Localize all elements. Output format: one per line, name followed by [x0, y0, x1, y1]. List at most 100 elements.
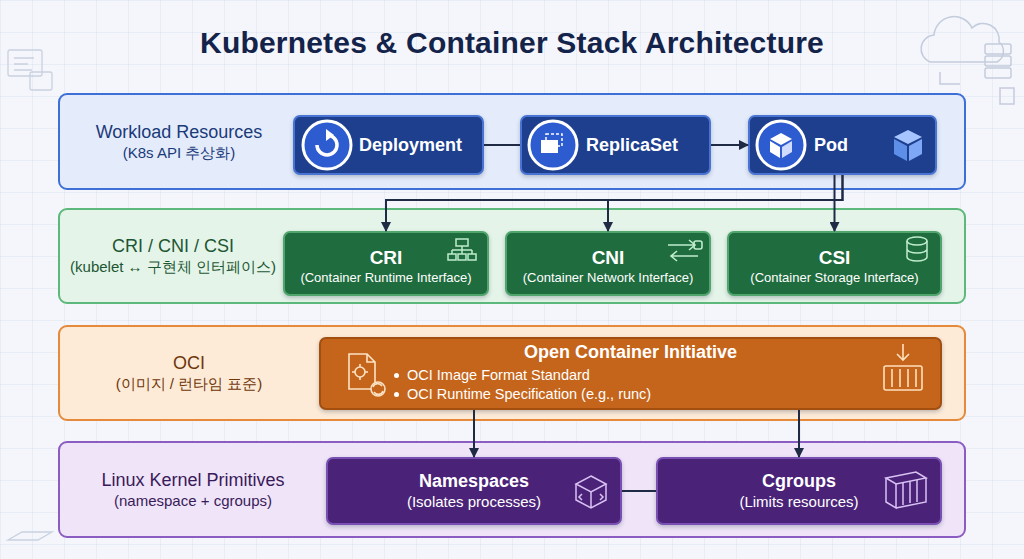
cloud-decor: [921, 17, 1014, 104]
component-box: CSI(Container Storage Interface): [727, 231, 942, 296]
component-subtitle: (Container Storage Interface): [750, 269, 918, 287]
csi-icon-part: [907, 241, 927, 261]
pod-icon-part: [770, 133, 792, 145]
component-title: ReplicaSet: [586, 134, 678, 156]
layer-title: Linux Kernel Primitives: [101, 469, 284, 491]
pod-box-icon-part: [909, 139, 922, 161]
layer-label: Workload Resources(K8s API 추상화): [60, 95, 298, 188]
component-box: CNI(Container Network Interface): [505, 231, 711, 296]
cri-icon-part: [452, 246, 472, 254]
cri-icon: [448, 239, 476, 260]
layer-title: CRI / CNI / CSI: [112, 235, 234, 257]
cni-icon-part: [668, 240, 695, 250]
component-box: Namespaces(Isolates processes): [326, 457, 622, 525]
component-title: Deployment: [359, 134, 462, 156]
cri-icon-part: [448, 254, 456, 260]
oci-container-icon-part: [892, 369, 916, 387]
connector-arrow: [622, 490, 656, 492]
connector-arrow: [834, 175, 836, 231]
component-title: Namespaces: [419, 470, 529, 492]
cgroup-icon-part: [886, 478, 926, 508]
component-subtitle: (Limits resources): [739, 492, 858, 512]
document-decor-part: [8, 50, 42, 76]
pod-icon: [757, 121, 805, 169]
pod-box-icon-part: [894, 130, 922, 144]
csi-icon: [907, 237, 927, 261]
component-title: Cgroups: [762, 470, 836, 492]
deployment-icon-part: [317, 135, 337, 155]
connector-arrow: [473, 410, 475, 457]
component-content: Open Container InitiativeOCI Image Forma…: [321, 339, 940, 408]
replicaset-icon: [529, 121, 577, 169]
component-title: CSI: [819, 247, 851, 269]
cni-icon-part: [671, 251, 698, 261]
layer-band: Workload Resources(K8s API 추상화) Deploymen…: [58, 93, 966, 190]
component-title: CRI: [370, 247, 403, 269]
bullet-item: OCI Image Format Standard: [407, 366, 590, 385]
deployment-icon: [303, 121, 351, 169]
cloud-decor-part: [985, 44, 1011, 54]
layer-band: Linux Kernel Primitives(namespace + cgro…: [58, 441, 966, 538]
oci-document-icon-part: [352, 364, 368, 380]
component-title: Pod: [814, 134, 848, 156]
diagram-title: Kubernetes & Container Stack Architectur…: [0, 26, 1024, 60]
layer-subtitle: (K8s API 추상화): [123, 143, 236, 163]
component-title: CNI: [592, 247, 625, 269]
layer-band: CRI / CNI / CSI(kubelet ↔ 구현체 인터페이스)CRI(…: [58, 208, 966, 304]
cgroup-icon: [886, 472, 926, 508]
component-content: Deployment: [295, 117, 482, 173]
cgroup-icon-part: [886, 472, 926, 484]
component-content: CRI(Container Runtime Interface): [285, 233, 487, 294]
oci-container-icon: [884, 344, 922, 390]
cloud-decor-part: [985, 68, 1011, 78]
deployment-icon-part: [326, 129, 334, 141]
layer-title: OCI: [173, 352, 205, 374]
oci-document-icon-part: [371, 382, 385, 396]
pod-box-icon-part: [894, 139, 907, 161]
namespace-icon-part: [576, 476, 606, 492]
component-content: Namespaces(Isolates processes): [328, 459, 620, 523]
component-box: CRI(Container Runtime Interface): [283, 231, 489, 296]
component-box: Pod: [748, 115, 937, 175]
component-title: Open Container Initiative: [524, 341, 737, 363]
layer-subtitle: (이미지 / 런타임 표준): [116, 374, 263, 394]
component-content: ReplicaSet: [522, 117, 709, 173]
replicaset-icon-part: [546, 134, 562, 146]
layer-label: OCI(이미지 / 런타임 표준): [60, 327, 318, 419]
namespace-icon: [576, 476, 606, 508]
pod-icon-part: [757, 121, 805, 169]
oci-container-icon-part: [897, 344, 909, 360]
oci-document-icon-part: [373, 384, 383, 395]
oci-document-icon: [349, 354, 385, 396]
layer-subtitle: (namespace + cgroups): [114, 491, 272, 511]
cri-icon-part: [458, 254, 466, 260]
cgroup-icon-part: [903, 480, 917, 505]
layer-label: Linux Kernel Primitives(namespace + cgro…: [60, 443, 326, 536]
connector-arrow: [484, 144, 520, 146]
oci-document-icon-part: [349, 354, 375, 389]
pod-icon-part: [770, 141, 780, 158]
component-subtitle: (Container Network Interface): [523, 269, 694, 287]
cni-icon: [668, 240, 702, 261]
cloud-decor-part: [985, 56, 1011, 66]
pod-icon-part: [782, 141, 792, 158]
component-subtitle: (Container Runtime Interface): [300, 269, 471, 287]
document-decor-part: [30, 72, 52, 90]
connector-arrow: [386, 175, 843, 231]
cri-icon-part: [456, 239, 468, 246]
pod-box-icon: [894, 130, 922, 161]
layer-label: CRI / CNI / CSI(kubelet ↔ 구현체 인터페이스): [60, 210, 286, 302]
component-content: CNI(Container Network Interface): [507, 233, 709, 294]
component-box: Deployment: [293, 115, 484, 175]
component-content: Pod: [750, 117, 935, 173]
connector-arrow: [798, 410, 800, 457]
connector-arrow: [608, 175, 843, 231]
document-decor-part: [8, 532, 52, 540]
oci-document-icon-part: [355, 367, 365, 377]
replicaset-icon-part: [529, 121, 577, 169]
component-box: Cgroups(Limits resources): [656, 457, 942, 525]
layer-band: OCI(이미지 / 런타임 표준)Open Container Initiati…: [58, 325, 966, 421]
component-content: CSI(Container Storage Interface): [729, 233, 940, 294]
connector-arrow: [711, 144, 748, 146]
